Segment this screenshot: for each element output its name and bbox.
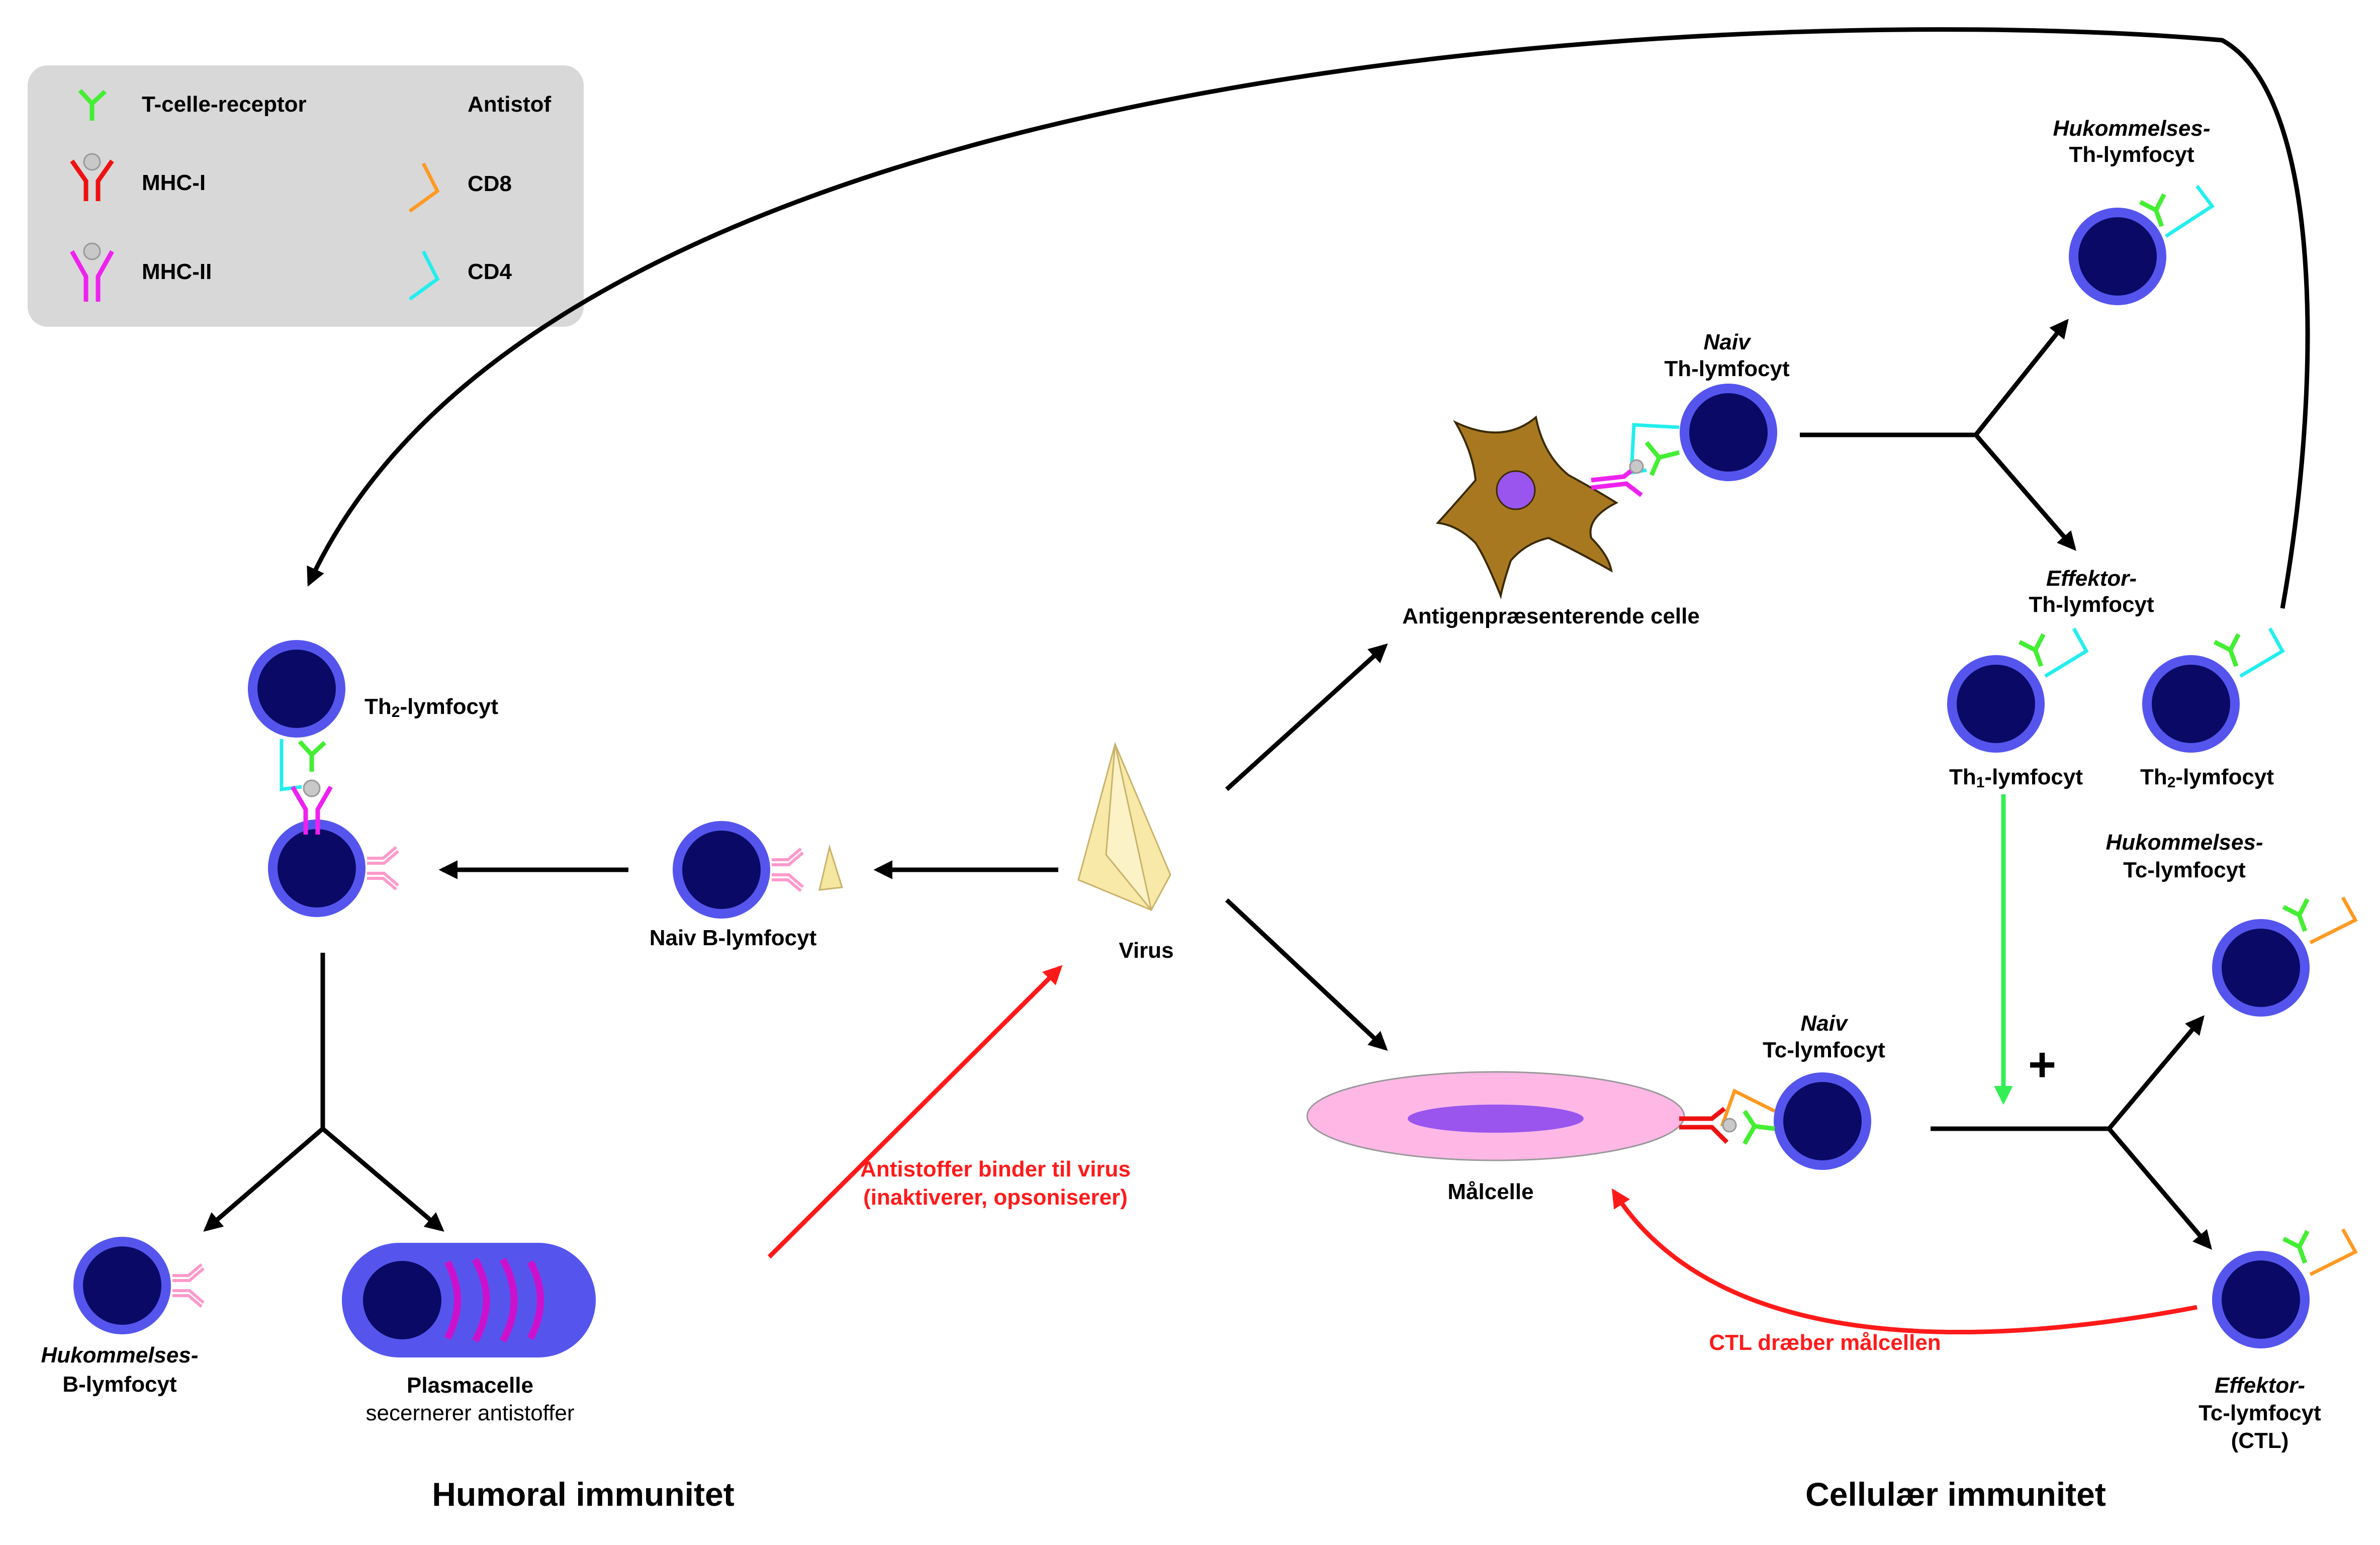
th2-left-label: Th2-lymfocyt <box>364 694 498 720</box>
legend-antibody-label: Antistof <box>468 92 552 117</box>
naive-th-label-2: Th-lymfocyt <box>1664 356 1790 381</box>
legend: T-celle-receptor MHC-I MHC-II Antistof C… <box>28 65 584 327</box>
th1-lymphocyte <box>1947 627 2089 753</box>
humoral-title: Humoral immunitet <box>432 1476 734 1513</box>
legend-mhc1-label: MHC-I <box>142 170 206 195</box>
th2-feedback-arrow <box>307 27 2310 609</box>
arrow-to-effector-tc <box>2107 1127 2212 1250</box>
memory-th-label-2: Th-lymfocyt <box>2069 142 2194 167</box>
naive-tc-label-1: Naiv <box>1801 1011 1849 1036</box>
naive-th-lymphocyte <box>1591 384 1777 497</box>
naive-b-label: Naiv B-lymfocyt <box>650 926 817 950</box>
apc-label: Antigenpræsenterende celle <box>1402 604 1700 628</box>
legend-cd4-label: CD4 <box>468 259 512 284</box>
th1-right-label: Th1-lymfocyt <box>1949 765 2083 791</box>
effector-tc-label-1: Effektor- <box>2215 1373 2305 1398</box>
activation-plus: + <box>2028 1038 2056 1092</box>
arrow-antibodies-to-virus <box>767 965 1063 1259</box>
effector-th-label-2: Th-lymfocyt <box>2029 592 2154 617</box>
target-label: Målcelle <box>1447 1179 1533 1204</box>
ctl-kills-label: CTL dræber målcellen <box>1709 1330 1941 1355</box>
legend-tcr-label: T-celle-receptor <box>142 92 307 117</box>
effector-th-label-1: Effektor- <box>2046 566 2137 591</box>
memory-tc-lymphocyte <box>2212 897 2358 1017</box>
mhc2-icon <box>70 242 114 302</box>
cellular-title: Cellulær immunitet <box>1805 1476 2106 1513</box>
mhc1-icon <box>70 153 114 201</box>
plasma-label-1: Plasmacelle <box>407 1373 533 1398</box>
memory-th-lymphocyte <box>2069 185 2215 305</box>
virus-label: Virus <box>1119 938 1173 963</box>
arrow-to-effector-th <box>1974 433 2076 551</box>
memory-b-lymphocyte <box>73 1237 204 1334</box>
naive-b-lymphocyte <box>673 821 843 919</box>
effector-tc-lymphocyte <box>2212 1229 2358 1348</box>
legend-mhc2-label: MHC-II <box>142 259 212 284</box>
arrow-to-memory-th <box>1974 319 2069 436</box>
cd4-icon <box>408 250 440 301</box>
th2-lymphocyte-left <box>248 640 345 791</box>
effector-tc-label-2: Tc-lymfocyt <box>2199 1401 2321 1425</box>
ctl-kill-arrow <box>1611 1188 2198 1335</box>
th2-right-label: Th2-lymfocyt <box>2140 765 2274 791</box>
antibody-binds-label-2: (inaktiverer, opsoniserer) <box>863 1185 1128 1210</box>
naive-tc-lymphocyte <box>1679 1072 1871 1170</box>
arrow-to-memory-b <box>203 1127 324 1232</box>
memory-tc-label-2: Tc-lymfocyt <box>2123 858 2246 882</box>
cd8-icon <box>408 162 440 213</box>
naive-th-label-1: Naiv <box>1704 330 1752 354</box>
plasma-label-2: secernerer antistoffer <box>366 1401 575 1425</box>
arrow-to-plasma <box>321 1127 444 1232</box>
arrow-virus-to-target <box>1225 898 1388 1051</box>
memory-tc-label-1: Hukommelses- <box>2106 830 2263 855</box>
memory-th-label-1: Hukommelses- <box>2053 116 2210 141</box>
legend-cd8-label: CD8 <box>468 171 512 196</box>
plasma-cell <box>342 1243 596 1357</box>
antibody-binds-label-1: Antistoffer binder til virus <box>860 1157 1131 1182</box>
th2-lymphocyte-right <box>2142 627 2285 753</box>
target-cell <box>1306 1071 1685 1161</box>
legend-background <box>28 65 584 327</box>
arrow-virus-to-apc <box>1225 643 1388 791</box>
arrow-to-memory-tc <box>2107 1015 2205 1130</box>
activated-b-lymphocyte <box>268 779 398 917</box>
effector-tc-label-3: (CTL) <box>2231 1428 2289 1453</box>
memory-b-label-2: B-lymfocyt <box>62 1372 177 1397</box>
memory-b-label-1: Hukommelses- <box>41 1343 198 1368</box>
naive-tc-label-2: Tc-lymfocyt <box>1763 1038 1885 1062</box>
antigen-presenting-cell <box>1435 415 1619 599</box>
virus-icon <box>1077 742 1171 911</box>
